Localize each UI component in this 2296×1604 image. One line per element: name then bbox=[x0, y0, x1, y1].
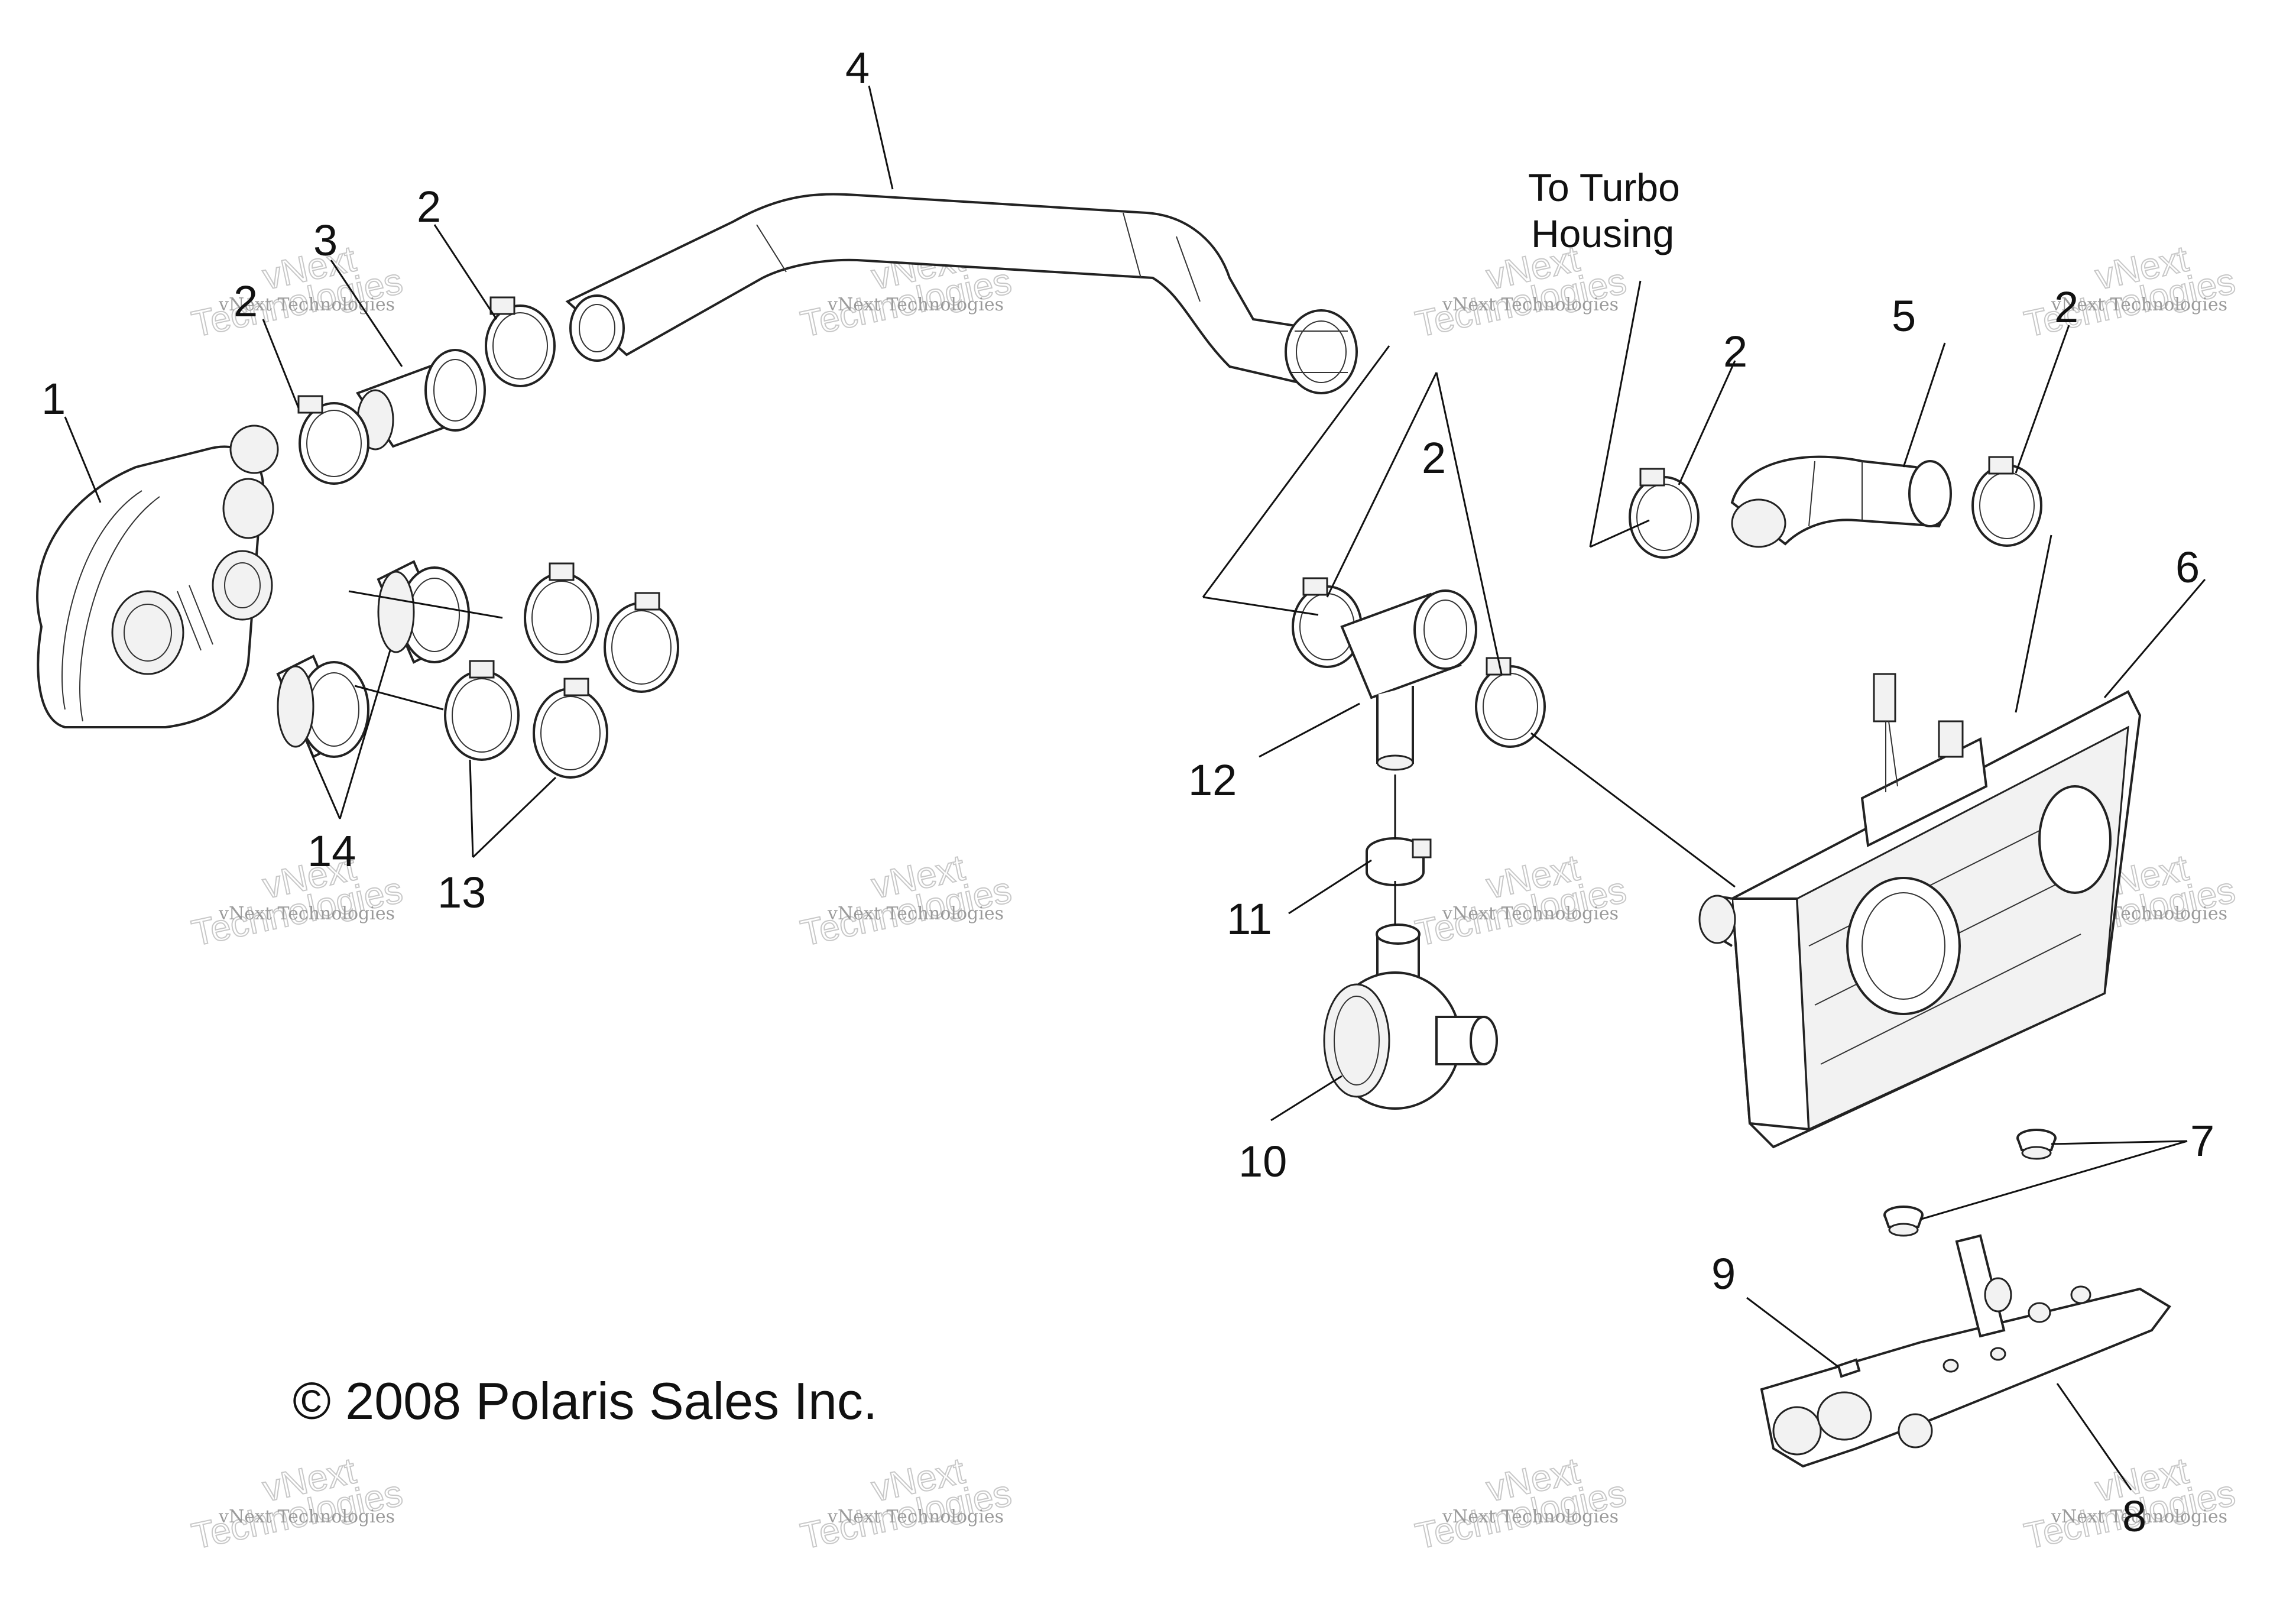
clamp bbox=[533, 678, 608, 779]
svg-text:vNext Technologies: vNext Technologies bbox=[2051, 1506, 2227, 1527]
callout-2: 2 bbox=[1422, 433, 1446, 482]
part-9-screw bbox=[1837, 1358, 1861, 1378]
watermark: Technologies vNext vNext Technologies bbox=[188, 238, 407, 345]
part-11-clamp bbox=[1366, 837, 1432, 886]
callout-12: 12 bbox=[1188, 756, 1237, 805]
svg-text:vNext Technologies: vNext Technologies bbox=[218, 903, 395, 924]
part-8-bracket bbox=[1760, 1234, 2171, 1468]
svg-text:vNext Technologies: vNext Technologies bbox=[827, 294, 1004, 315]
leader-lines bbox=[64, 85, 2206, 1490]
copyright: © 2008 Polaris Sales Inc. bbox=[293, 1372, 877, 1430]
clamp bbox=[524, 562, 599, 663]
watermark: Technologies vNext vNext Technologies bbox=[1412, 1450, 1630, 1557]
svg-text:vNext Technologies: vNext Technologies bbox=[827, 903, 1004, 924]
callout-2: 2 bbox=[2054, 283, 2078, 332]
watermark: Technologies vNext vNext Technologies bbox=[188, 1450, 407, 1557]
callout-10: 10 bbox=[1238, 1137, 1287, 1186]
clamp bbox=[604, 592, 679, 693]
svg-text:Housing: Housing bbox=[1531, 212, 1674, 255]
watermark: Technologies vNext vNext Technologies bbox=[2021, 238, 2239, 345]
svg-text:vNext Technologies: vNext Technologies bbox=[1442, 903, 1619, 924]
callout-4: 4 bbox=[845, 43, 870, 92]
clamp bbox=[1475, 657, 1546, 748]
part-5-hose bbox=[1730, 455, 1952, 548]
watermark: Technologies vNext vNext Technologies bbox=[797, 1450, 1016, 1557]
watermark: Technologies vNext vNext Technologies bbox=[1412, 847, 1630, 954]
part-14-boots bbox=[276, 560, 470, 759]
callout-2: 2 bbox=[417, 182, 441, 231]
part-1-airbox bbox=[36, 425, 279, 728]
clamp bbox=[1292, 577, 1363, 668]
clamps-part-2 bbox=[297, 296, 2042, 779]
svg-text:vNext Technologies: vNext Technologies bbox=[1442, 1506, 1619, 1527]
svg-text:vNext Technologies: vNext Technologies bbox=[2051, 294, 2227, 315]
callouts: 1 2 2 3 2 4 2 2 5 2 6 7 8 9 10 11 12 13 … bbox=[41, 43, 2214, 1541]
part-10-valve bbox=[1323, 923, 1498, 1110]
callout-8: 8 bbox=[2122, 1492, 2146, 1541]
callout-5: 5 bbox=[1892, 291, 1916, 341]
svg-text:vNext Technologies: vNext Technologies bbox=[218, 1506, 395, 1527]
svg-text:vNext Technologies: vNext Technologies bbox=[827, 1506, 1004, 1527]
part-7-grommets bbox=[1883, 1129, 2057, 1237]
callout-6: 6 bbox=[2175, 543, 2200, 592]
callout-14: 14 bbox=[307, 827, 356, 876]
callout-2: 2 bbox=[234, 277, 258, 326]
part-4-duct bbox=[565, 193, 1358, 394]
callout-13: 13 bbox=[437, 868, 486, 917]
svg-text:To Turbo: To Turbo bbox=[1528, 166, 1680, 209]
part-3-sleeve bbox=[355, 349, 486, 451]
to-turbo-note: To Turbo Housing bbox=[1528, 166, 1680, 255]
callout-2: 2 bbox=[1723, 327, 1747, 376]
callout-11: 11 bbox=[1227, 895, 1272, 944]
watermark: Technologies vNext vNext Technologies bbox=[797, 847, 1016, 954]
clamp bbox=[485, 296, 556, 387]
clamp bbox=[1629, 468, 1700, 559]
clamp bbox=[444, 660, 520, 761]
clamp bbox=[297, 395, 369, 485]
callout-1: 1 bbox=[41, 374, 66, 423]
svg-text:vNext Technologies: vNext Technologies bbox=[1442, 294, 1619, 315]
callout-9: 9 bbox=[1711, 1249, 1736, 1298]
part-6-intercooler bbox=[1698, 673, 2142, 1149]
watermark: Technologies vNext vNext Technologies bbox=[188, 847, 407, 954]
part-12-tee bbox=[1340, 589, 1477, 771]
clamp bbox=[1971, 456, 2042, 547]
callout-7: 7 bbox=[2190, 1116, 2214, 1165]
callout-3: 3 bbox=[313, 216, 338, 265]
